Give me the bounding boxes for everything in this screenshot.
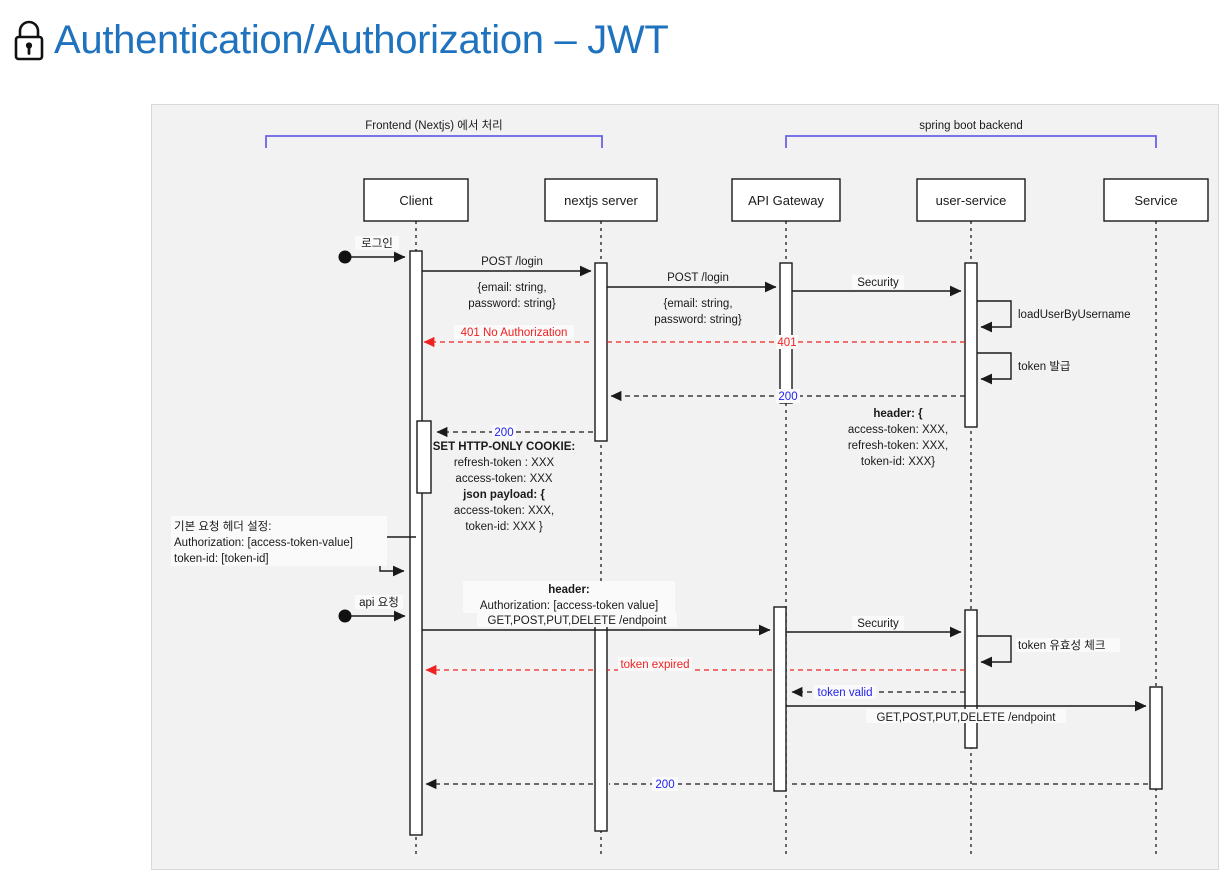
participant-label-userservice: user-service: [936, 193, 1007, 208]
message-endpoint-request: header: Authorization: [access-token val…: [422, 581, 771, 636]
participant-client[interactable]: Client: [363, 178, 469, 222]
message-label-200-backend: 200: [778, 391, 797, 403]
participant-label-gateway: API Gateway: [748, 193, 824, 208]
participant-api-gateway[interactable]: API Gateway: [731, 178, 841, 222]
message-token-valid: token valid: [791, 685, 965, 699]
message-note-access-token-1: access-token: XXX,: [848, 424, 948, 436]
message-loaduserbyusername: loadUserByUsername: [977, 300, 1131, 333]
participant-label-client: Client: [399, 193, 433, 208]
message-label-token-valid: token valid: [818, 687, 873, 699]
page-title: Authentication/Authorization – JWT: [10, 12, 669, 68]
sequence-diagram-frame: Frontend (Nextjs) 에서 처리 spring boot back…: [151, 104, 1219, 870]
sequence-diagram: Frontend (Nextjs) 에서 처리 spring boot back…: [171, 119, 1209, 855]
activation-userservice-login: [964, 262, 978, 428]
message-note-json-payload: json payload: {: [462, 489, 545, 501]
activation-gateway-login: [779, 262, 793, 404]
message-note-refresh-token-2: refresh-token : XXX: [454, 457, 555, 469]
activation-client-main: [409, 250, 423, 836]
message-label-endpoint-1: GET,POST,PUT,DELETE /endpoint: [488, 615, 668, 627]
message-note-set-cookie: SET HTTP-ONLY COOKIE:: [433, 441, 576, 453]
participant-service[interactable]: Service: [1103, 178, 1209, 222]
message-200-backend: 200 header: { access-token: XXX, refresh…: [610, 389, 965, 468]
page-title-text: Authentication/Authorization – JWT: [54, 18, 669, 62]
lock-icon: [14, 20, 44, 61]
actor-start-dot-api: [338, 609, 352, 623]
message-note-email-2: {email: string,: [663, 298, 732, 310]
message-label-token-expired: token expired: [620, 659, 689, 671]
message-label-200-frontend: 200: [494, 427, 513, 439]
message-label-token-validity: token 유효성 체크: [1018, 639, 1105, 652]
group-bracket-frontend: Frontend (Nextjs) 에서 처리: [265, 119, 603, 148]
activation-userservice-api: [964, 609, 978, 749]
message-note-header-label: header:: [548, 584, 590, 596]
group-bracket-backend: spring boot backend: [785, 120, 1157, 148]
message-endpoint-service: GET,POST,PUT,DELETE /endpoint: [786, 700, 1147, 724]
message-note-password-1: password: string}: [468, 298, 556, 310]
message-200-frontend: 200 SET HTTP-ONLY COOKIE: refresh-token …: [433, 425, 593, 533]
group-label-backend: spring boot backend: [919, 120, 1023, 132]
message-note-refresh-token-1: refresh-token: XXX,: [848, 440, 948, 452]
message-note-access-token-3: access-token: XXX,: [454, 505, 554, 517]
message-note-access-token-2: access-token: XXX: [455, 473, 552, 485]
message-security-api: Security: [786, 616, 962, 638]
participant-nextjs-server[interactable]: nextjs server: [544, 178, 658, 222]
message-401-code: 401: [607, 335, 965, 349]
message-label-401-text: 401 No Authorization: [461, 327, 568, 339]
message-token-validity-check: token 유효성 체크: [977, 635, 1120, 668]
participant-label-service: Service: [1134, 193, 1177, 208]
note-label-authorization: Authorization: [access-token-value]: [174, 537, 353, 549]
message-label-200-final: 200: [655, 779, 674, 791]
message-label-security-1: Security: [857, 277, 899, 289]
activation-nextjs-login: [594, 262, 608, 442]
message-login-actor: 로그인: [338, 236, 406, 264]
message-note-authorization-value: Authorization: [access-token value]: [480, 600, 658, 612]
message-401-no-authorization: 401 No Authorization: [423, 325, 589, 348]
message-api-request-actor: api 요청: [338, 595, 406, 623]
note-default-request-header: 기본 요청 헤더 설정: Authorization: [access-toke…: [171, 516, 416, 577]
message-note-password-2: password: string}: [654, 314, 742, 326]
message-label-loaduserbyusername: loadUserByUsername: [1018, 309, 1131, 321]
activation-gateway-api: [773, 606, 787, 792]
message-security-login: Security: [792, 275, 962, 297]
message-post-login-client: POST /login {email: string, password: st…: [422, 256, 592, 310]
message-label-post-login-1: POST /login: [481, 256, 543, 268]
activation-client-nested: [416, 420, 432, 494]
message-label-post-login-2: POST /login: [667, 272, 729, 284]
message-note-token-id-2: token-id: XXX }: [465, 521, 543, 533]
group-label-frontend: Frontend (Nextjs) 에서 처리: [365, 119, 503, 132]
message-token-issue: token 발급: [977, 352, 1071, 385]
message-label-endpoint-2: GET,POST,PUT,DELETE /endpoint: [877, 712, 1057, 724]
activation-nextjs-api: [594, 606, 608, 832]
message-label-401-code: 401: [777, 337, 796, 349]
note-label-header-setting: 기본 요청 헤더 설정:: [174, 520, 271, 533]
message-token-expired: token expired: [425, 657, 965, 676]
message-label-security-2: Security: [857, 618, 899, 630]
message-note-email-1: {email: string,: [477, 282, 546, 294]
participant-user-service[interactable]: user-service: [916, 178, 1026, 222]
message-label-api-request: api 요청: [359, 596, 399, 609]
message-note-header-open: header: {: [873, 408, 923, 420]
message-label-login: 로그인: [361, 237, 393, 250]
actor-start-dot-login: [338, 250, 352, 264]
activation-service-api: [1149, 686, 1163, 790]
message-label-token-issue: token 발급: [1018, 360, 1071, 373]
message-200-final: 200: [425, 777, 1148, 791]
participant-label-nextjs: nextjs server: [564, 193, 638, 208]
message-note-token-id-1: token-id: XXX}: [861, 456, 935, 468]
message-post-login-nextjs: POST /login {email: string, password: st…: [607, 272, 777, 326]
note-label-token-id: token-id: [token-id]: [174, 553, 269, 565]
